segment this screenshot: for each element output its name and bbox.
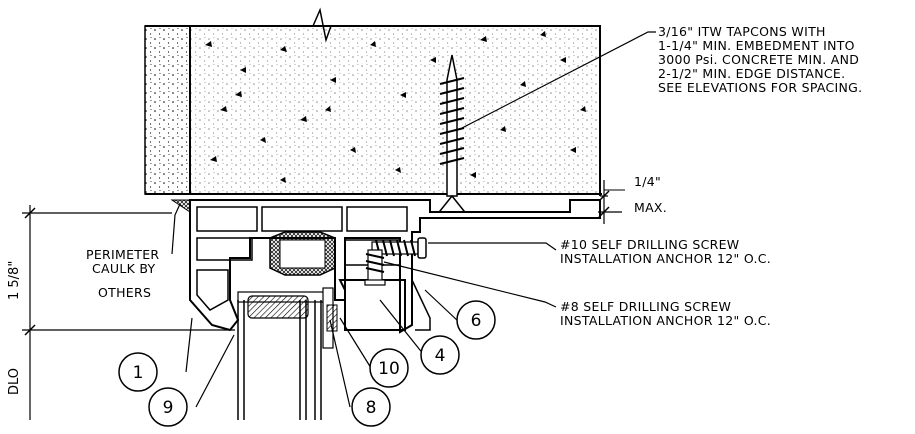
- screw-8: [364, 249, 386, 286]
- tag-1: 1: [133, 363, 144, 383]
- dim-dlo: DLO: [7, 368, 22, 395]
- screw10-note-line-2: INSTALLATION ANCHOR 12" O.C.: [560, 251, 771, 266]
- tag-10: 10: [378, 359, 400, 379]
- tag-8: 8: [366, 398, 377, 418]
- tag-6: 6: [471, 311, 482, 331]
- dim-1-5-8: 1 5/8": [7, 261, 22, 300]
- tapcon-note-line-3: 3000 Psi. CONCRETE MIN. AND: [658, 52, 859, 67]
- screw-10: [371, 237, 427, 259]
- tapcon-note-line-5: SEE ELEVATIONS FOR SPACING.: [658, 80, 862, 95]
- caulk-note-line-3: OTHERS: [98, 285, 151, 300]
- tapcon-note-line-4: 2-1/2" MIN. EDGE DISTANCE.: [658, 66, 845, 81]
- glazing: [237, 287, 338, 420]
- screw8-note-line-2: INSTALLATION ANCHOR 12" O.C.: [560, 313, 771, 328]
- screw8-note-line-1: #8 SELF DRILLING SCREW: [560, 299, 731, 314]
- tag-callouts: [118, 300, 496, 427]
- caulk-note-line-2: CAULK BY: [92, 261, 156, 276]
- caulk-note-line-1: PERIMETER: [86, 247, 159, 262]
- gap-dim-label: MAX.: [634, 200, 667, 215]
- dimension-lines: [22, 180, 625, 420]
- gap-dim-value: 1/4": [634, 174, 661, 189]
- screw10-note-line-1: #10 SELF DRILLING SCREW: [560, 237, 739, 252]
- tapcon-note-line-2: 1-1/4" MIN. EMBEDMENT INTO: [658, 38, 855, 53]
- concrete-slab: [144, 7, 602, 196]
- tag-9: 9: [163, 398, 174, 418]
- tapcon-note-line-1: 3/16" ITW TAPCONS WITH: [658, 24, 826, 39]
- tag-4: 4: [435, 346, 446, 366]
- leader-lines: [171, 31, 656, 408]
- frame-profile: [170, 199, 601, 334]
